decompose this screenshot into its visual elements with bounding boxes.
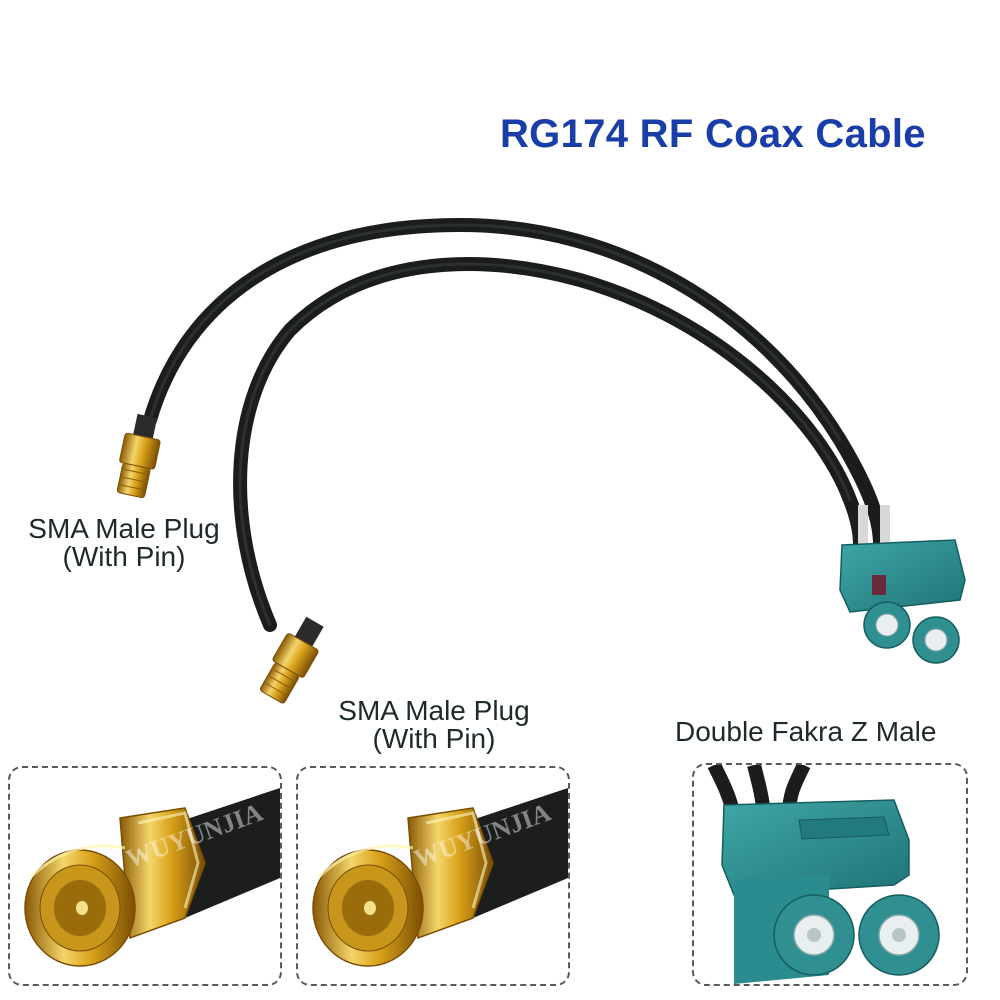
sma-upper-label-line2: (With Pin) xyxy=(62,541,186,572)
sma-lower-label-line2: (With Pin) xyxy=(372,723,496,754)
sma-upper-label-line1: SMA Male Plug xyxy=(28,513,220,544)
fakra-detail-box xyxy=(692,763,968,986)
sma-detail-box-left: WUYUNJIA xyxy=(8,766,282,986)
sma-lower-label: SMA Male Plug (With Pin) xyxy=(325,697,543,753)
sma-connector-lower xyxy=(259,616,324,704)
sma-detail-box-right: WUYUNJIA xyxy=(296,766,570,986)
fakra-label: Double Fakra Z Male xyxy=(675,716,937,747)
sma-connector-upper xyxy=(116,413,161,499)
page-title: RG174 RF Coax Cable xyxy=(500,112,926,156)
cable-lower xyxy=(233,257,867,632)
sma-closeup-icon: WUYUNJIA xyxy=(312,788,568,967)
fakra-connector-main xyxy=(839,505,966,664)
sma-closeup-icon: WUYUNJIA xyxy=(24,788,280,967)
sma-upper-label: SMA Male Plug (With Pin) xyxy=(15,515,233,571)
fakra-closeup-icon xyxy=(707,765,940,984)
sma-lower-label-line1: SMA Male Plug xyxy=(338,695,530,726)
